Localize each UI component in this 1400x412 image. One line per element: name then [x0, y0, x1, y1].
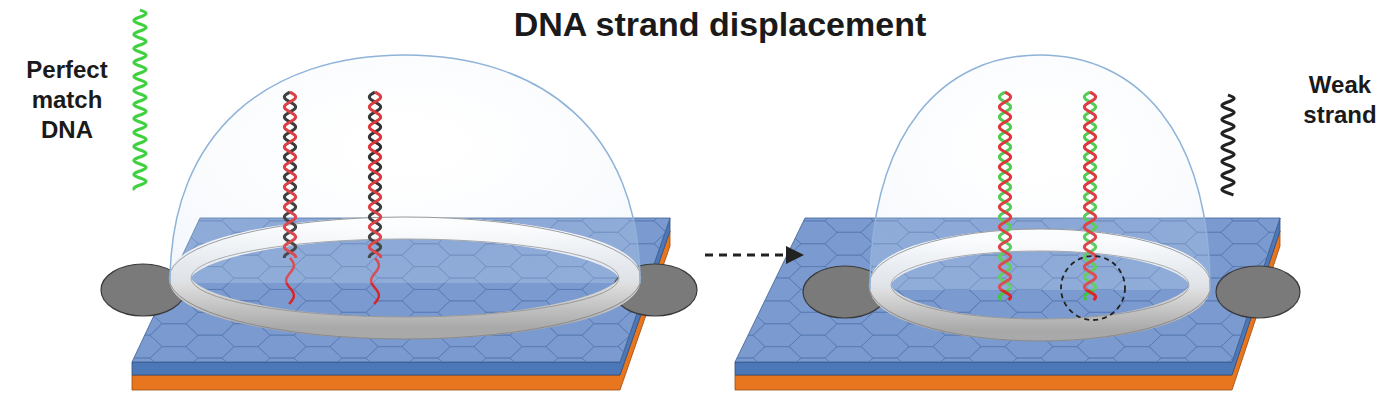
sensor-chip: [681, 55, 1305, 404]
droplet-dome: [870, 55, 1210, 290]
highlight-circle: [1061, 256, 1125, 320]
droplet-dome: [170, 55, 640, 283]
weak-strand: [1222, 95, 1234, 195]
side-label: Perfect match DNA: [12, 55, 122, 145]
process-arrow: [705, 246, 804, 264]
electrode: [1216, 266, 1300, 318]
perfect-match-strand: [134, 10, 146, 190]
diagram-title: DNA strand displacement: [514, 4, 927, 44]
side-label: Weak strand: [1292, 70, 1388, 130]
sensor-chip: [78, 55, 702, 404]
